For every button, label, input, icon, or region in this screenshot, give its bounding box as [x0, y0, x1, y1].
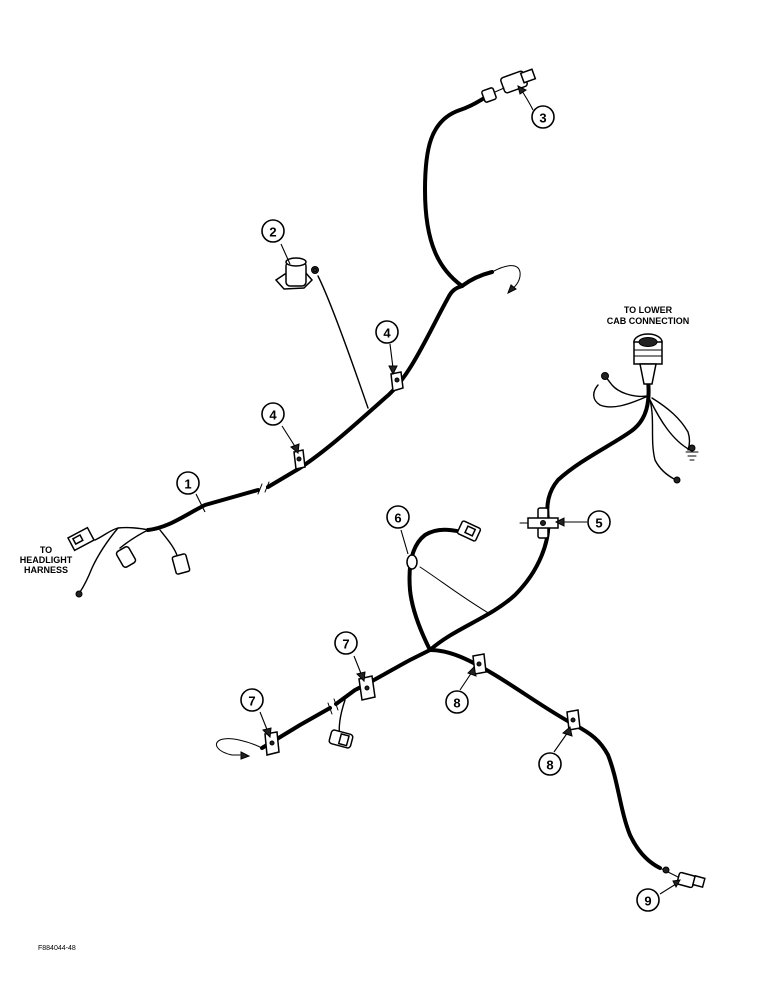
headlight-harness-label: TO HEADLIGHT HARNESS [20, 545, 73, 575]
upper-harness-sender-branch [423, 94, 490, 288]
upper-harness-right-lead [491, 265, 521, 291]
cab-lead-b [593, 384, 649, 408]
leader-4b-arrowhead [290, 443, 300, 454]
cab-lead-a [603, 374, 649, 398]
cab-lead-c [649, 399, 691, 451]
callout-4b-text: 4 [269, 408, 277, 423]
upper-sender-wire [494, 87, 505, 93]
leader-4a [389, 343, 394, 369]
callout-3-text: 3 [539, 111, 546, 126]
callout-4b: 4 [261, 402, 285, 426]
upper-harness-trunk [146, 284, 464, 532]
headlight-label-line2: HEADLIGHT [20, 555, 73, 565]
cab-lead-d [649, 399, 677, 481]
callout-5: 5 [587, 510, 611, 534]
callout-8a: 8 [445, 690, 469, 714]
leader-3-arrowhead [517, 85, 527, 95]
leader-1 [195, 493, 206, 513]
callout-4a-text: 4 [383, 326, 391, 341]
leader-8a-arrowhead [467, 666, 477, 677]
headlight-branch-c [79, 527, 119, 593]
leader-2 [280, 243, 291, 265]
callout-6-text: 6 [394, 511, 401, 526]
upper-harness-arrow-tip [507, 284, 517, 295]
headlight-branch-b [119, 529, 149, 549]
lower-harness-arrow-tip [240, 751, 251, 760]
cab-connector [633, 333, 663, 385]
callout-7a: 7 [240, 688, 264, 712]
leader-4b [281, 425, 297, 449]
callout-7b-text: 7 [342, 637, 349, 652]
leader-9 [659, 883, 677, 895]
callout-2: 2 [261, 219, 285, 243]
solenoid-part [274, 257, 319, 290]
callout-5-text: 5 [595, 516, 602, 531]
leader-8a [459, 671, 473, 691]
headlight-label-line3: HARNESS [24, 565, 68, 575]
solenoid-lead [317, 275, 369, 409]
leader-9-arrowhead [672, 879, 681, 889]
upper-clip-a [390, 371, 404, 392]
headlight-label-line1: TO [40, 545, 52, 555]
callout-9-text: 9 [644, 894, 651, 909]
cab-connection-label: TO LOWER CAB CONNECTION [607, 305, 690, 326]
leader-4a-arrowhead [388, 365, 398, 376]
cab-terminal-a [601, 372, 609, 380]
leader-6 [400, 529, 409, 555]
headlight-branch-d [159, 529, 179, 559]
cab-terminal-b [673, 476, 681, 484]
callout-8a-text: 8 [453, 696, 460, 711]
item6-lead [419, 566, 491, 615]
upper-harness-break-2 [264, 481, 270, 493]
upper-harness-right-branch [460, 270, 494, 288]
cab-terminal-c [688, 444, 696, 452]
leader-8b-arrowhead [562, 726, 573, 737]
callout-8b-text: 8 [546, 758, 553, 773]
callout-2-text: 2 [269, 225, 276, 240]
callout-leaders [195, 85, 681, 895]
leader-5-arrowhead [554, 517, 565, 527]
lower-harness [216, 378, 681, 879]
lower-clip-7b [358, 675, 376, 701]
leader-8b [553, 731, 569, 753]
callout-6: 6 [386, 505, 410, 529]
lower-harness-break [333, 698, 339, 711]
callout-7a-text: 7 [248, 694, 255, 709]
headlight-connector-c [171, 553, 191, 575]
lower-harness-break-2 [327, 702, 333, 715]
cab-label-line1: TO LOWER [624, 305, 673, 315]
callout-8b: 8 [538, 752, 562, 776]
callout-4a: 4 [375, 320, 399, 344]
callout-9: 9 [636, 888, 660, 912]
lower-clip-8b [566, 709, 581, 731]
callout-7b: 7 [334, 631, 358, 655]
leader-7a-arrowhead [262, 727, 272, 739]
lower-harness-connector [328, 729, 354, 749]
lower-clamp-5 [519, 507, 559, 539]
headlight-terminal [75, 590, 83, 598]
headlight-connector-a [66, 526, 96, 552]
lower-harness-left-lead [216, 738, 263, 756]
upper-clip-b [293, 449, 306, 470]
callout-3: 3 [531, 105, 555, 129]
callout-1-text: 1 [184, 477, 191, 492]
cab-label-line2: CAB CONNECTION [607, 316, 690, 326]
upper-harness-break [257, 483, 263, 495]
upper-harness [79, 94, 521, 593]
lower-harness-right-branch [428, 648, 662, 870]
figure-id: F884044-48 [38, 945, 76, 952]
cab-lead-e [651, 397, 691, 451]
cab-leads [593, 372, 699, 484]
callout-1: 1 [176, 471, 200, 495]
headlight-connector-b [115, 546, 137, 568]
upper-sender-part [481, 68, 537, 103]
lower-clip-7a [264, 731, 280, 756]
lower-sender-part [662, 866, 706, 889]
item6-connector [406, 520, 482, 570]
leader-7b-arrowhead [356, 671, 366, 683]
